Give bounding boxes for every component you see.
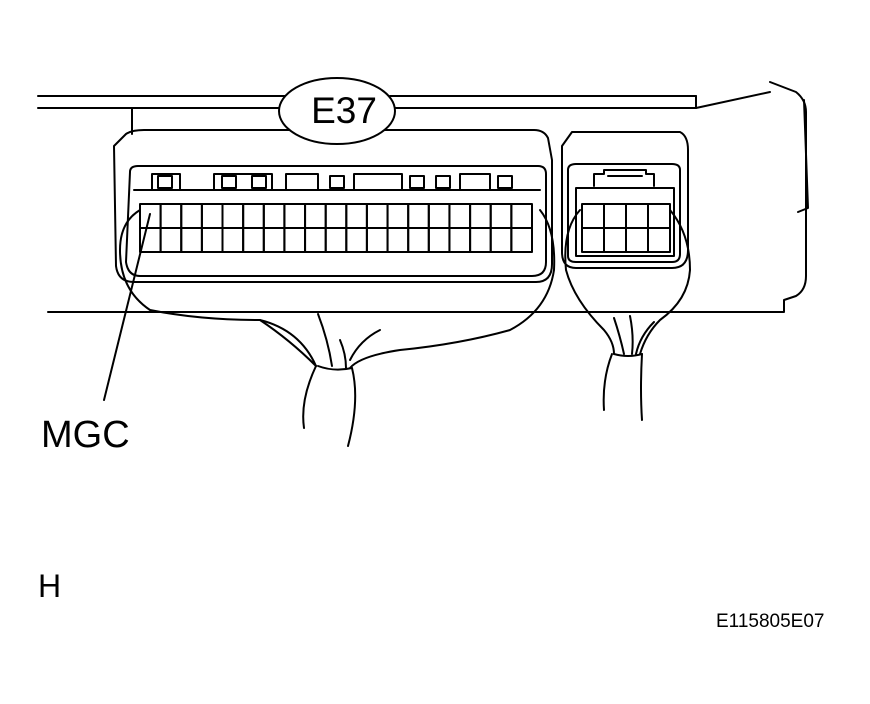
main-connector-pin-grid (139, 203, 533, 253)
pin-cavity (469, 227, 492, 253)
pin-cavity (581, 203, 605, 229)
pin-cavity (647, 203, 671, 229)
pin-cavity (180, 203, 203, 229)
pin-cavity (200, 203, 224, 229)
pin-cavity (489, 203, 513, 229)
view-letter: H (38, 568, 62, 604)
pin-cavity (386, 227, 410, 253)
pin-cavity (180, 227, 203, 253)
pin-cavity (625, 203, 649, 229)
pin-cavity (625, 227, 649, 253)
pin-cavity (159, 227, 183, 253)
pin-cavity (324, 203, 348, 229)
pin-cavity (510, 203, 533, 229)
pin-cavity (283, 203, 306, 229)
pin-cavity (581, 227, 605, 253)
figure-id: E115805E07 (716, 611, 825, 632)
pin-cavity (603, 203, 627, 229)
pin-cavity (427, 203, 451, 229)
pin-cavity (200, 227, 224, 253)
pin-cavity (407, 203, 430, 229)
pin-cavity (427, 227, 451, 253)
pin-cavity (603, 227, 627, 253)
pin-cavity (469, 203, 492, 229)
pin-cavity (262, 203, 286, 229)
pin-cavity (283, 227, 306, 253)
pin-cavity (221, 203, 245, 229)
pin-cavity (159, 203, 183, 229)
pin-cavity (365, 227, 389, 253)
pin-cavity (345, 203, 368, 229)
pin-cavity (304, 203, 327, 229)
pin-cavity (647, 227, 671, 253)
pin-cavity (221, 227, 245, 253)
pin-cavity (448, 227, 472, 253)
pin-cavity (510, 227, 533, 253)
pin-cavity (324, 227, 348, 253)
pin-cavity (345, 227, 368, 253)
connector-id-label: E37 (311, 90, 377, 131)
pin-cavity (242, 227, 265, 253)
pin-cavity (262, 227, 286, 253)
mgc-callout-label: MGC (41, 414, 130, 456)
connector-id-badge (278, 77, 396, 145)
ecu-housing (37, 81, 809, 313)
small-wire-harness (564, 209, 691, 421)
pin-cavity (304, 227, 327, 253)
pin-cavity (489, 227, 513, 253)
pin-cavity (407, 227, 430, 253)
pin-cavity (386, 203, 410, 229)
main-connector-body (113, 129, 553, 283)
pin-cavity (448, 203, 472, 229)
main-wire-harness (119, 209, 556, 447)
pin-cavity (242, 203, 265, 229)
pin-cavity (365, 203, 389, 229)
small-connector-pin-grid (581, 203, 671, 253)
mgc-leader-line (103, 213, 151, 401)
